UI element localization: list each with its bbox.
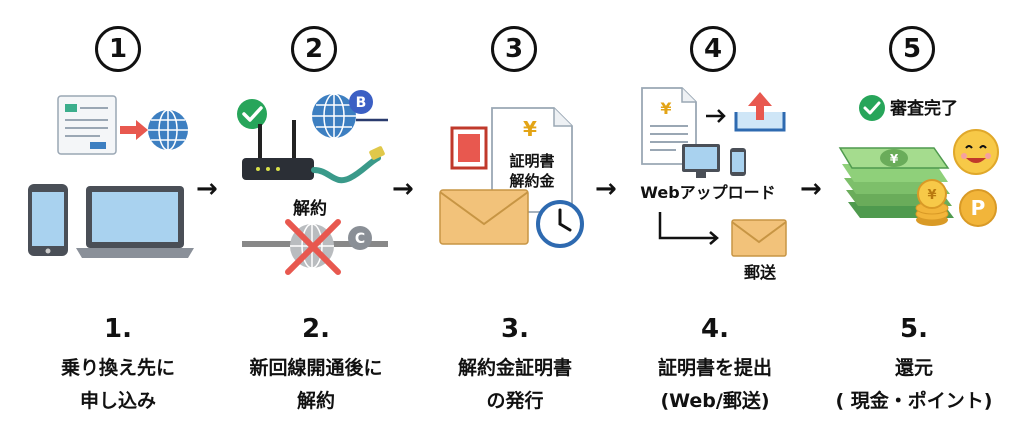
right-arrow-icon: → bbox=[392, 174, 414, 204]
web-upload-label: Webアップロード bbox=[640, 183, 775, 202]
step-2-label-line2: 解約 bbox=[296, 390, 335, 412]
step-4-label-line2: (Web/郵送) bbox=[660, 390, 770, 412]
envelope-icon bbox=[731, 219, 787, 257]
yen-coin-label: ¥ bbox=[927, 188, 936, 203]
yen-icon: ¥ bbox=[660, 99, 671, 118]
right-arrow-icon: → bbox=[595, 174, 617, 204]
step-3-label-line1: 解約金証明書 bbox=[457, 357, 572, 379]
smartphone-icon bbox=[28, 184, 68, 256]
step-1-label-line2: 申し込み bbox=[79, 390, 156, 412]
step-4-label-number: 4. bbox=[701, 314, 729, 344]
laptop-icon bbox=[76, 186, 194, 258]
right-arrow-icon: → bbox=[196, 174, 218, 204]
banknote-stack-icon: ¥ bbox=[838, 147, 954, 218]
mail-label: 郵送 bbox=[744, 263, 777, 282]
step-5-illustration: 審査完了 ¥ ¥ P bbox=[838, 95, 999, 227]
upload-icon bbox=[734, 92, 786, 132]
smiley-icon bbox=[953, 129, 999, 175]
check-circle-icon bbox=[859, 95, 885, 121]
step-5-label-line1: 還元 bbox=[894, 357, 933, 379]
point-coin-label: P bbox=[971, 196, 986, 220]
check-circle-icon bbox=[237, 99, 267, 129]
step-3-label-line2: の発行 bbox=[486, 390, 544, 412]
certificate-label: 証明書 bbox=[509, 152, 554, 170]
step-5-number-circle: 5 bbox=[889, 26, 935, 72]
envelope-icon bbox=[439, 189, 529, 245]
step-3-number-circle: 3 bbox=[491, 26, 537, 72]
application-form-icon bbox=[57, 95, 117, 155]
stamp-icon bbox=[450, 126, 488, 170]
step-1-number-circle: 1 bbox=[95, 26, 141, 72]
step-3-label-number: 3. bbox=[501, 314, 529, 344]
new-line-badge: B bbox=[356, 95, 367, 111]
right-arrow-icon: → bbox=[800, 174, 822, 204]
coin-stack-icon: ¥ bbox=[915, 179, 949, 226]
step-1-label-line1: 乗り換え先に bbox=[60, 357, 175, 379]
step-4-label-line1: 証明書を提出 bbox=[657, 357, 772, 379]
review-complete-label: 審査完了 bbox=[889, 98, 958, 119]
cancellation-fee-label: 解約金 bbox=[509, 172, 555, 190]
clock-icon bbox=[536, 200, 584, 248]
step-2-illustration: B 解約 C bbox=[237, 90, 388, 275]
yen-icon: ¥ bbox=[523, 117, 537, 141]
desktop-monitor-icon bbox=[682, 144, 720, 178]
step-4-illustration: ¥ Webアップロード 郵送 bbox=[640, 87, 787, 282]
step-3-illustration: ¥ 証明書 解約金 bbox=[439, 107, 584, 248]
step-1-label-number: 1. bbox=[104, 314, 132, 344]
smartphone-icon bbox=[730, 148, 746, 176]
old-line-badge: C bbox=[355, 231, 365, 247]
yen-icon: ¥ bbox=[890, 152, 899, 166]
step-2-number-circle: 2 bbox=[291, 26, 337, 72]
router-icon bbox=[242, 120, 314, 180]
step-2-label-line1: 新回線開通後に bbox=[249, 357, 383, 379]
step-5-label-number: 5. bbox=[900, 314, 928, 344]
globe-icon bbox=[312, 93, 356, 139]
step-1-illustration bbox=[28, 95, 194, 258]
step-4-number-circle: 4 bbox=[690, 26, 736, 72]
point-coin-icon: P bbox=[959, 189, 997, 227]
cancel-label: 解約 bbox=[293, 198, 327, 219]
step-5-label-line2: ( 現金・ポイント) bbox=[835, 390, 993, 412]
step-2-label-number: 2. bbox=[302, 314, 330, 344]
globe-icon bbox=[148, 109, 188, 151]
